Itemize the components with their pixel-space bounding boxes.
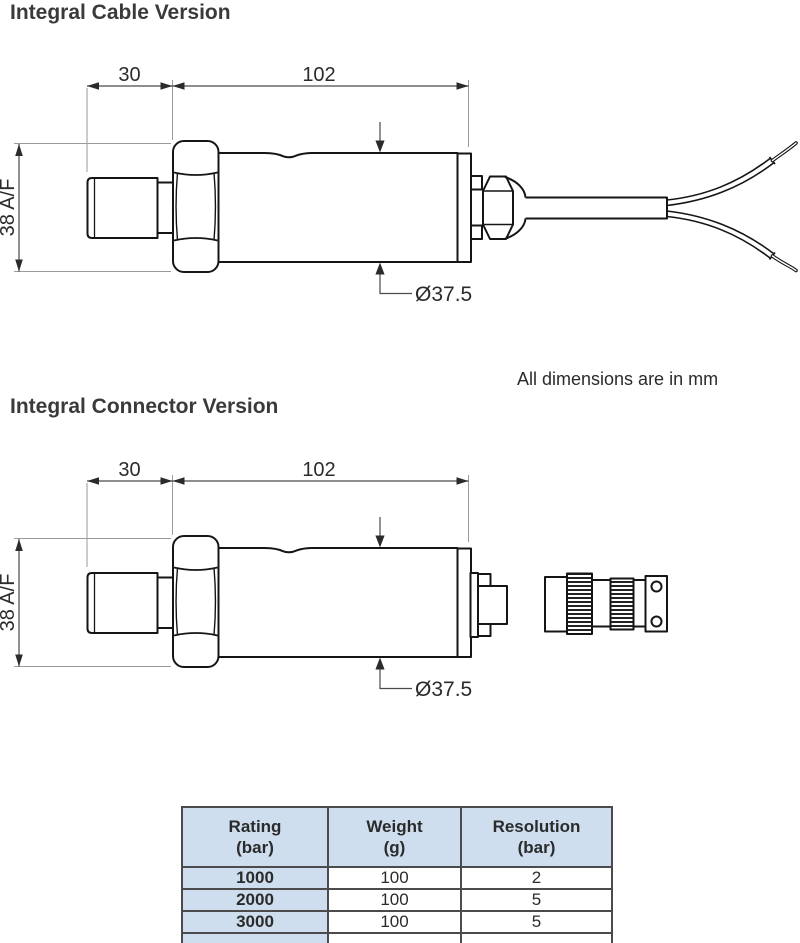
cell-rating-1000: 1000: [181, 866, 329, 890]
table-row-clipped: [181, 932, 613, 943]
specs-table: Rating (bar) Weight (g) Resolution (bar)…: [181, 806, 613, 943]
cell-rating-3000: 3000: [181, 910, 329, 934]
gland-washer-top: [470, 175, 483, 191]
table-header-row: Rating (bar) Weight (g) Resolution (bar): [181, 806, 613, 868]
header-rating-line2: (bar): [236, 838, 274, 857]
gland-nut: [482, 175, 514, 240]
table-row: 2000 100 5: [181, 888, 613, 912]
bracket-hole-bottom: [650, 615, 663, 628]
wire-lower-inner: [666, 210, 774, 255]
cable-version-drawing: [0, 63, 798, 307]
wire-upper-outer: [666, 157, 771, 201]
header-resolution: Resolution (bar): [460, 806, 613, 868]
cable-wires: [666, 141, 798, 273]
cell-resolution-2000: 5: [460, 888, 613, 912]
wire-upper-inner: [666, 162, 774, 207]
connector-version-drawing: [0, 458, 668, 702]
connector-version-title: Integral Connector Version: [10, 395, 279, 418]
receptacle-stub: [477, 585, 508, 625]
cable: [525, 196, 668, 220]
header-weight-line2: (g): [383, 838, 406, 857]
cell-weight-3000: 100: [327, 910, 462, 934]
header-weight: Weight (g): [327, 806, 462, 868]
header-resolution-line2: (bar): [517, 838, 556, 857]
connector-knurl-ring-1: [566, 572, 593, 635]
connector-end-section: [632, 579, 647, 628]
cell-weight-2000: 100: [327, 888, 462, 912]
receptacle-plate: [469, 572, 479, 638]
table-row: 1000 100 2: [181, 866, 613, 890]
header-weight-line1: Weight: [366, 817, 423, 836]
connector-mid-section: [591, 579, 612, 628]
cell-resolution-1000: 2: [460, 866, 613, 890]
cell-weight-1000: 100: [327, 866, 462, 890]
cell-rating-2000: 2000: [181, 888, 329, 912]
connector-backshell: [544, 576, 568, 633]
connector-knurl-ring-2: [609, 577, 635, 631]
connector-receptacle: [469, 572, 508, 638]
bracket-hole-top: [650, 580, 663, 593]
connector-bracket: [644, 575, 668, 633]
dimensions-note: All dimensions are in mm: [517, 369, 719, 389]
cable-gland-assembly: [470, 175, 668, 240]
wire-lower-outer: [666, 215, 771, 259]
header-rating-line1: Rating: [228, 817, 282, 836]
mating-connector: [544, 572, 668, 635]
cable-version-title: Integral Cable Version: [10, 1, 231, 24]
table-row: 3000 100 5: [181, 910, 613, 934]
header-rating: Rating (bar): [181, 806, 329, 868]
header-resolution-line1: Resolution: [492, 817, 581, 836]
gland-washer-bottom: [470, 224, 483, 240]
cell-resolution-3000: 5: [460, 910, 613, 934]
gland-dome: [504, 176, 527, 240]
